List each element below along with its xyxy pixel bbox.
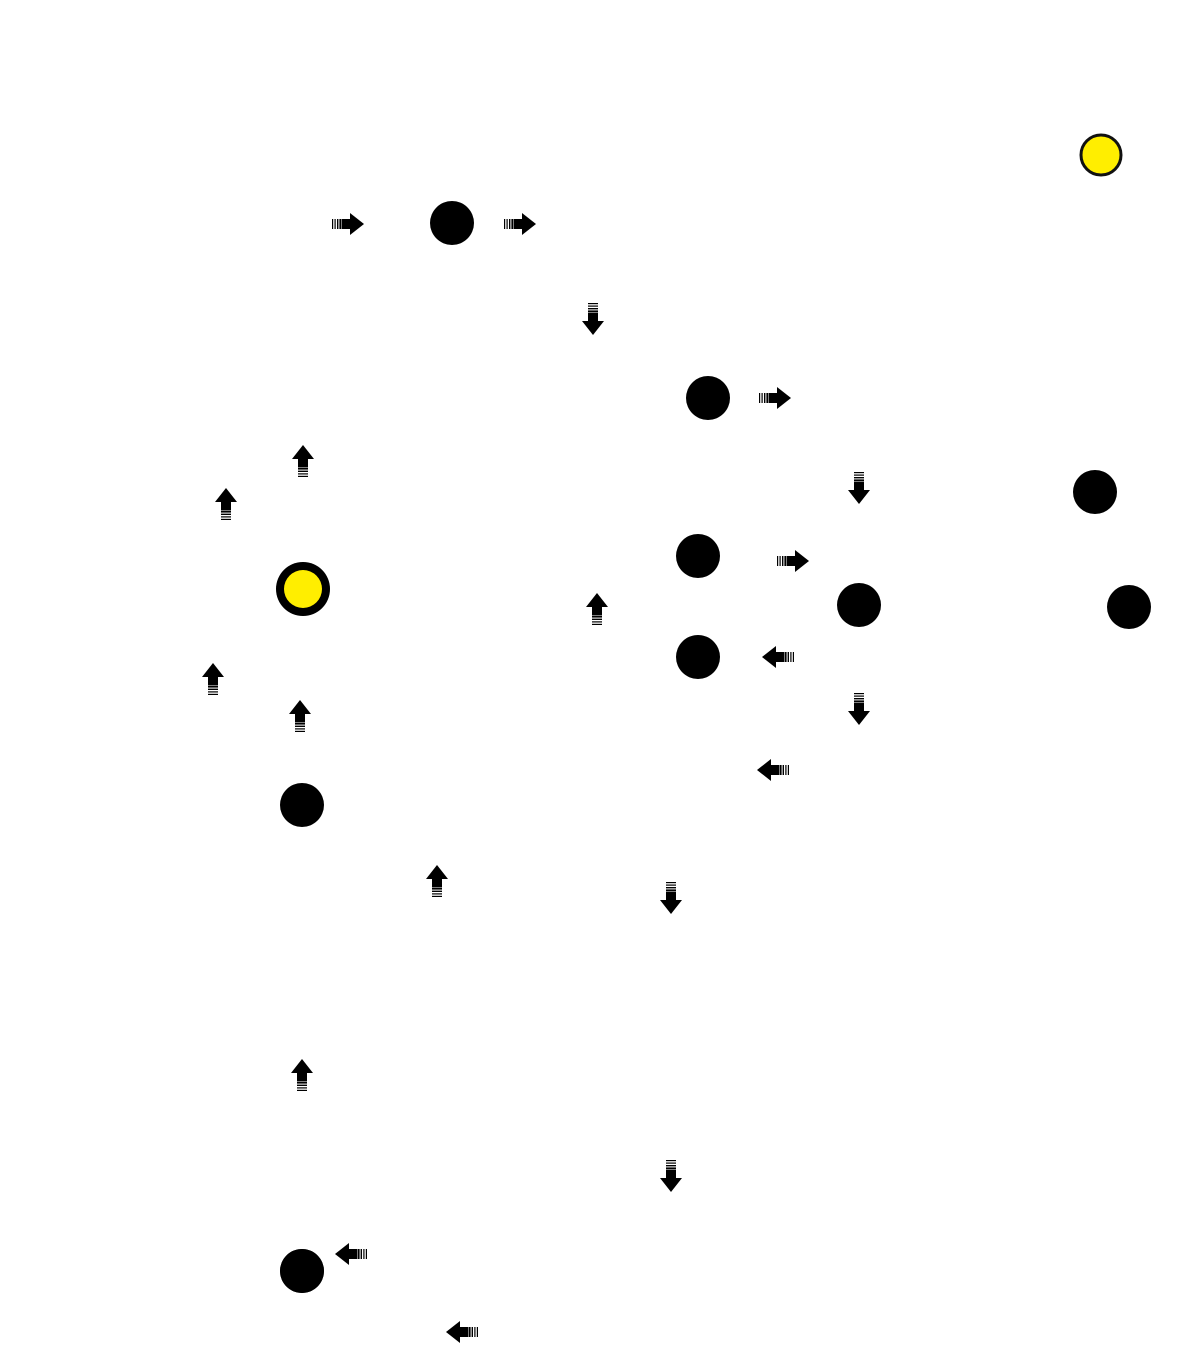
arrow-down-icon	[660, 1160, 682, 1192]
arrow-right-icon	[777, 550, 809, 572]
arrow-right-icon	[332, 213, 364, 235]
black-token-icon[interactable]	[280, 783, 324, 827]
arrow-up-icon	[291, 1059, 313, 1091]
black-token-icon[interactable]	[676, 635, 720, 679]
arrow-up-icon	[215, 488, 237, 520]
black-token-icon[interactable]	[430, 201, 474, 245]
arrow-down-icon	[660, 882, 682, 914]
black-token-icon[interactable]	[1107, 585, 1151, 629]
arrow-down-icon	[582, 303, 604, 335]
black-token-icon[interactable]	[686, 376, 730, 420]
black-token-icon[interactable]	[837, 583, 881, 627]
arrow-up-icon	[586, 593, 608, 625]
yellow-player-token-icon[interactable]	[276, 562, 330, 616]
arrow-right-icon	[504, 213, 536, 235]
black-token-icon[interactable]	[1073, 470, 1117, 514]
arrow-left-icon	[757, 759, 789, 781]
arrow-down-icon	[848, 693, 870, 725]
arrow-up-icon	[426, 865, 448, 897]
black-token-icon[interactable]	[280, 1249, 324, 1293]
arrow-left-icon	[335, 1243, 367, 1265]
arrow-right-icon	[759, 387, 791, 409]
arrow-up-icon	[292, 445, 314, 477]
arrow-up-icon	[202, 663, 224, 695]
arrow-left-icon	[446, 1321, 478, 1343]
arrow-left-icon	[762, 646, 794, 668]
arrow-up-icon	[289, 700, 311, 732]
black-token-icon[interactable]	[676, 534, 720, 578]
arrow-down-icon	[848, 472, 870, 504]
yellow-goal-token-icon[interactable]	[1079, 133, 1123, 177]
